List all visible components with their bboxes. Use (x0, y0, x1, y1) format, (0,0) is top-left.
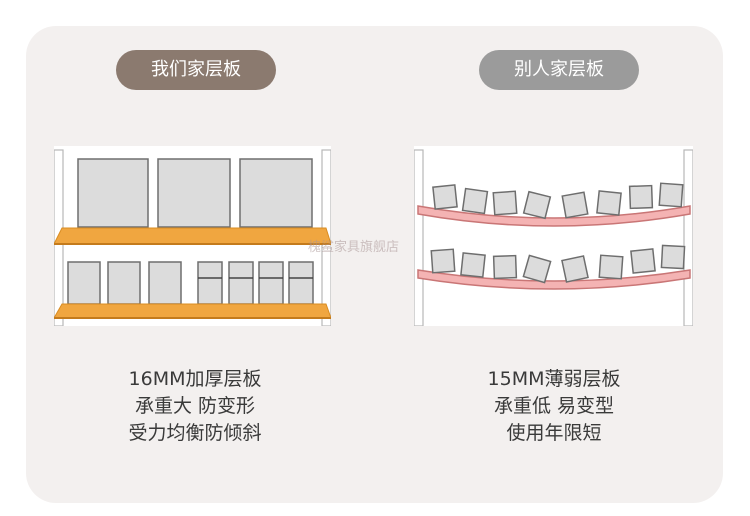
theirs-desc-line1: 15MM薄弱层板 (487, 368, 621, 390)
theirs-box (460, 252, 486, 278)
theirs-right-post (683, 149, 693, 326)
theirs-description: 15MM薄弱层板 承重低 易变型 使用年限短 (424, 366, 684, 447)
ours-label-pill: 我们家层板 (116, 50, 276, 90)
theirs-box (432, 184, 458, 210)
ours-box (228, 261, 254, 305)
theirs-box (492, 254, 518, 280)
theirs-label-pill: 别人家层板 (479, 50, 639, 90)
ours-top-shelf (54, 227, 331, 245)
theirs-box (658, 182, 684, 208)
theirs-box (461, 187, 489, 215)
ours-box (288, 261, 314, 305)
theirs-box (598, 254, 624, 280)
ours-shelf-illustration (54, 146, 331, 326)
theirs-box (430, 248, 456, 274)
theirs-desc-line2: 承重低 易变型 (493, 395, 615, 417)
theirs-box (522, 254, 552, 284)
ours-desc-line3: 受力均衡防倾斜 (128, 422, 262, 444)
theirs-box (522, 190, 552, 220)
theirs-box (561, 191, 589, 219)
ours-box (107, 261, 141, 305)
theirs-box (596, 190, 622, 216)
store-watermark: 槐鲨家具旗舰店 (308, 240, 400, 255)
ours-box (157, 158, 231, 228)
theirs-box (628, 184, 654, 210)
ours-desc-line2: 承重大 防变形 (134, 395, 256, 417)
theirs-box (630, 248, 656, 274)
ours-description: 16MM加厚层板 承重大 防变形 受力均衡防倾斜 (65, 366, 325, 447)
ours-box (67, 261, 101, 305)
theirs-cabinet-back (414, 146, 693, 326)
theirs-bottom-shelf (417, 269, 691, 290)
ours-desc-line1: 16MM加厚层板 (128, 368, 262, 390)
ours-box (197, 261, 223, 305)
theirs-desc-line3: 使用年限短 (506, 422, 602, 444)
theirs-top-shelf (417, 205, 691, 227)
ours-box (148, 261, 182, 305)
theirs-box (561, 255, 589, 283)
ours-box (77, 158, 149, 228)
ours-box (258, 261, 284, 305)
theirs-left-post (414, 149, 424, 326)
theirs-box (492, 190, 518, 216)
theirs-box (660, 244, 686, 270)
theirs-shelf-illustration (414, 146, 693, 326)
ours-box (239, 158, 313, 228)
ours-bottom-shelf (54, 303, 331, 319)
